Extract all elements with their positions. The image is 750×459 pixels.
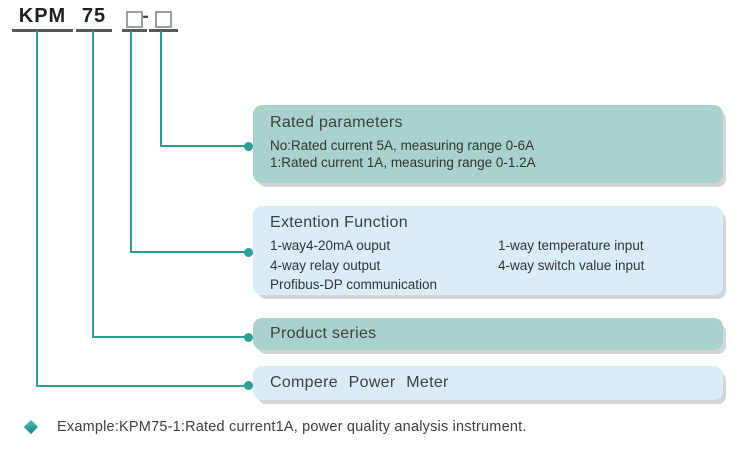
callout-column-right: 1-way temperature input 4-way switch val… <box>498 236 644 295</box>
callout-title: Compere Power Meter <box>270 374 449 391</box>
callout-columns: 1-way4-20mA ouput 4-way relay output Pro… <box>270 236 723 295</box>
callout-line: 1-way4-20mA ouput <box>270 238 391 253</box>
callout-line: 4-way switch value input <box>498 257 645 273</box>
callout-extension-function: Extention Function 1-way4-20mA ouput 4-w… <box>253 206 723 295</box>
example-text: Example:KPM75-1:Rated current1A, power q… <box>57 419 527 435</box>
callout-title: Rated parameters <box>270 114 403 131</box>
callout-column-left: 1-way4-20mA ouput 4-way relay output Pro… <box>270 236 498 295</box>
connector-line-meter <box>36 31 38 387</box>
connector-line-extension <box>130 31 132 253</box>
connector-dot-meter <box>244 381 253 390</box>
callout-product-series: Product series <box>253 318 723 350</box>
callout-line: 1-way temperature input <box>498 238 644 253</box>
model-code-separator: - <box>142 6 149 27</box>
connector-line-extension <box>130 251 245 253</box>
callout-line: Profibus-DP communication <box>270 277 438 292</box>
callout-line: 1:Rated current 1A, measuring range 0-1.… <box>270 155 536 170</box>
connector-line-product-series <box>92 31 94 338</box>
digit-placeholder-icon <box>155 11 172 28</box>
digit-placeholder-icon <box>126 11 143 28</box>
callout-power-meter: Compere Power Meter <box>253 366 723 400</box>
callout-line: No:Rated current 5A, measuring range 0-6… <box>270 138 535 153</box>
connector-line-meter <box>36 385 245 387</box>
connector-dot-extension <box>244 248 253 257</box>
model-code-series: 75 <box>76 5 112 32</box>
diamond-bullet-icon <box>23 419 39 435</box>
callout-rated-parameters: Rated parameters No:Rated current 5A, me… <box>253 105 723 183</box>
connector-line-rated <box>160 145 245 147</box>
model-code-brand: KPM <box>12 5 73 32</box>
model-code-slot-rated <box>149 5 178 32</box>
callout-line: 4-way relay output <box>270 257 381 273</box>
connector-line-rated <box>160 31 162 147</box>
connector-dot-rated <box>244 142 253 151</box>
callout-title: Extention Function <box>270 214 408 231</box>
callout-title: Product series <box>270 325 377 342</box>
example-note: Example:KPM75-1:Rated current1A, power q… <box>23 419 527 435</box>
connector-line-product-series <box>92 336 245 338</box>
connector-dot-product-series <box>244 333 253 342</box>
model-code-slot-extension <box>122 5 147 32</box>
